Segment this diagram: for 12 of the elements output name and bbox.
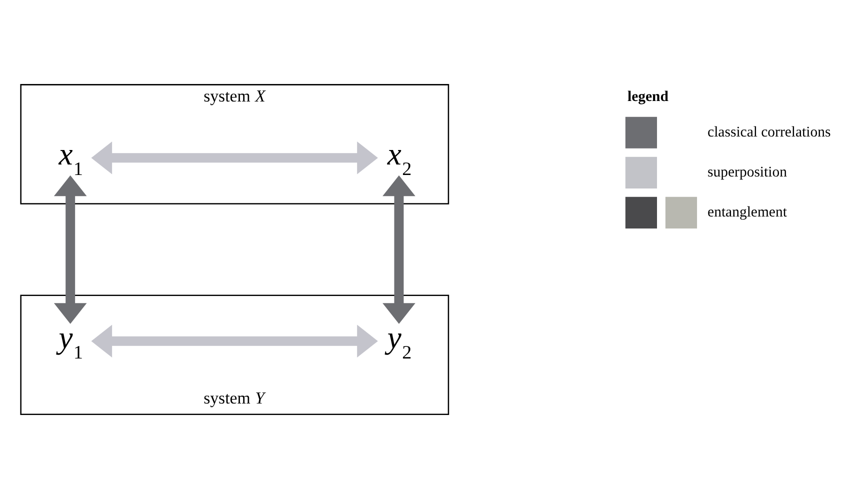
arrow: [91, 142, 378, 174]
legend-label: classical correlations: [708, 124, 831, 141]
node-text: x$_{1}$: [58, 136, 83, 180]
node-text: y$_{1}$: [58, 320, 83, 364]
arrow: [382, 175, 416, 324]
label: legend: [628, 89, 668, 106]
node-text: y$_{2}$: [387, 320, 412, 364]
arrow: [91, 324, 378, 358]
arrow: [54, 175, 87, 324]
node-text: x$_{2}$: [387, 136, 412, 180]
legend-label: superposition: [708, 164, 787, 181]
legend-label: entanglement: [708, 204, 787, 221]
